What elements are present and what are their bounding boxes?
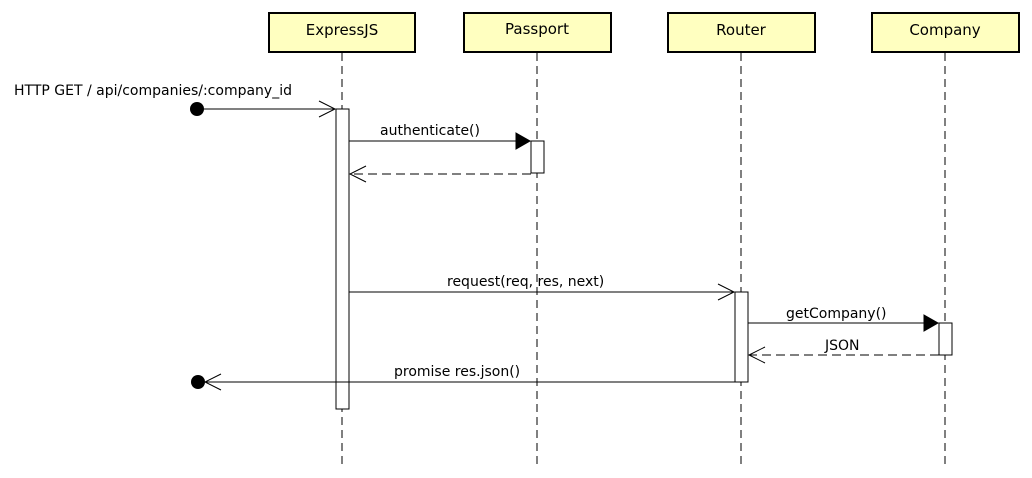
activation-express (335, 108, 350, 410)
participant-label-router: Router (716, 21, 767, 39)
participant-express: ExpressJS (268, 12, 416, 53)
filled-arrowhead (923, 314, 940, 332)
open-arrowhead (318, 100, 337, 118)
participant-label-express: ExpressJS (306, 21, 379, 39)
lost-message-dot (191, 375, 205, 389)
participant-company: Company (871, 12, 1020, 53)
message-get-company: getCompany() (748, 306, 940, 332)
activation-passport (530, 140, 545, 174)
open-arrowhead (348, 165, 367, 183)
message-label-json: JSON (824, 338, 860, 354)
message-label-http-get: HTTP GET / api/companies/:company_id (14, 83, 292, 99)
activation-company (938, 322, 953, 356)
message-label-authenticate: authenticate() (380, 123, 480, 139)
participant-label-passport: Passport (505, 20, 569, 38)
activation-router (734, 291, 749, 383)
message-request: request(req, res, next) (349, 274, 736, 301)
message-http-get: HTTP GET / api/companies/:company_id (14, 83, 337, 118)
message-authenticate: authenticate() (349, 123, 532, 150)
open-arrowhead (747, 346, 766, 364)
message-label-request: request(req, res, next) (447, 274, 604, 290)
participant-label-company: Company (909, 21, 980, 39)
message-label-promise-json: promise res.json() (394, 364, 520, 380)
participant-passport: Passport (463, 12, 612, 53)
filled-arrowhead (515, 132, 532, 150)
message-json-return: JSON (747, 338, 939, 364)
message-promise-json: promise res.json() (191, 364, 735, 391)
open-arrowhead (717, 283, 736, 301)
message-label-get-company: getCompany() (786, 306, 887, 322)
message-return-passport (348, 165, 531, 183)
participant-router: Router (667, 12, 816, 53)
